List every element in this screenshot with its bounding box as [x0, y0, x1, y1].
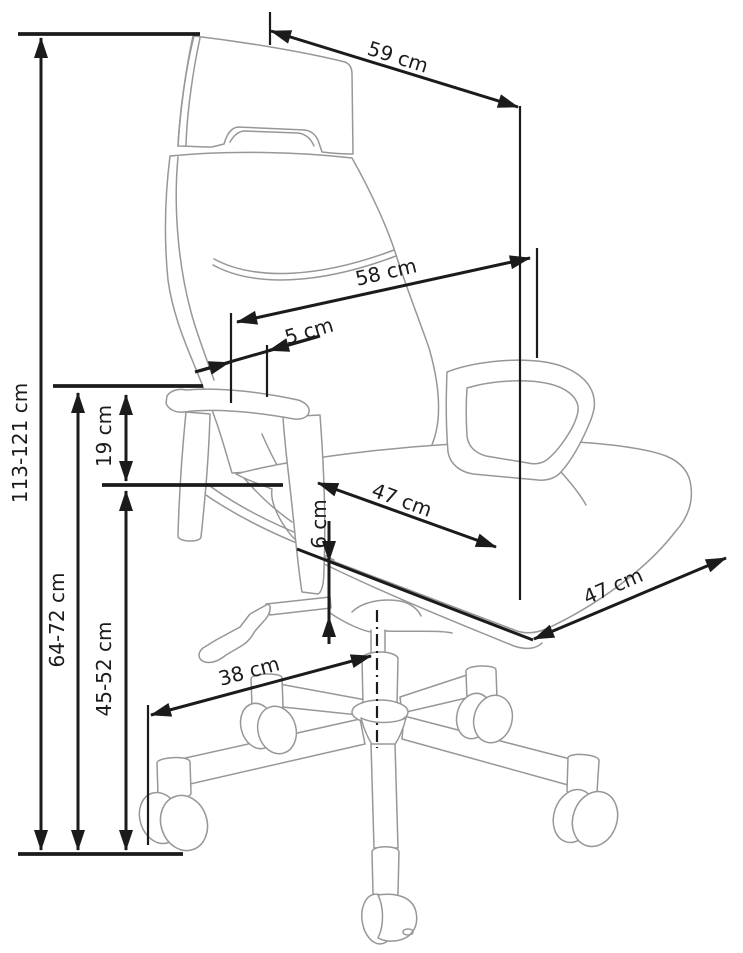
label-seat-edge: 6 cm — [307, 499, 331, 549]
dim-backrest-offset-arrow-right — [268, 335, 317, 352]
headrest-side-strip-outer — [177, 35, 194, 147]
headrest — [177, 35, 354, 155]
dim-seat-width — [317, 481, 497, 549]
backrest-side-strip — [175, 156, 215, 381]
seat-front-edge-line — [296, 547, 534, 642]
label-seat-height: 45-52 cm — [92, 622, 116, 717]
headrest-side-strip-inner — [185, 37, 201, 146]
caster — [361, 893, 418, 945]
caster-foot — [402, 928, 414, 936]
base-leg-front — [370, 743, 399, 849]
caster — [138, 791, 209, 852]
caster-wheel — [571, 790, 619, 848]
right-armrest-inner — [465, 380, 579, 465]
label-seat-to-armrest: 19 cm — [92, 405, 116, 467]
seat-bottom-curve — [329, 612, 453, 634]
base-leg-front-cap — [371, 846, 400, 899]
dim-backrest-width — [236, 255, 531, 325]
left-armrest-pad — [165, 388, 310, 420]
left-armrest — [165, 388, 326, 595]
caster-wheel — [472, 694, 514, 744]
dimension-lines — [18, 12, 727, 856]
label-total-height: 113-121 cm — [8, 383, 32, 503]
lever-paddle — [198, 603, 271, 664]
dim-headrest-width — [270, 29, 519, 109]
headrest-body — [177, 35, 354, 155]
mechanism-bracket — [351, 599, 422, 617]
seat-front-underside — [311, 557, 543, 650]
caster — [552, 788, 619, 848]
dim-backrest-offset-arrow-left — [198, 361, 230, 375]
gas-lift-tube — [370, 629, 386, 653]
gas-lift — [351, 610, 418, 945]
left-armrest-front-post — [177, 411, 211, 542]
seat — [195, 440, 693, 650]
dim-base-radius — [150, 654, 372, 717]
caster — [455, 692, 514, 744]
headrest-handle-inner — [229, 130, 315, 147]
caster-wheel — [159, 794, 209, 852]
label-armrest-height: 64-72 cm — [45, 573, 69, 668]
seat-corner-seam — [243, 477, 293, 523]
lever-rod — [265, 596, 332, 616]
dim-seat-depth — [533, 556, 727, 641]
right-armrest-post — [560, 471, 587, 506]
